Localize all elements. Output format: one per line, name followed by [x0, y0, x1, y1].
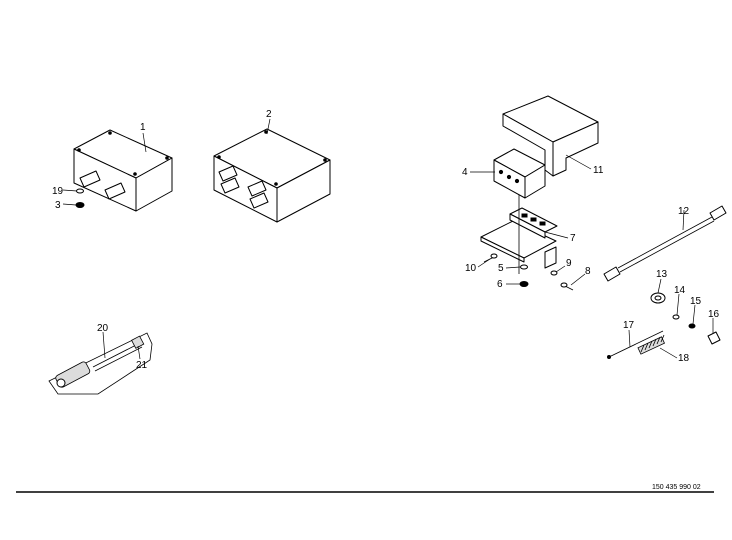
part-17-cable-tie[interactable] [607, 330, 664, 359]
callout-13: 13 [656, 269, 668, 280]
callout-18: 18 [678, 353, 690, 364]
part-6-nut[interactable] [519, 281, 529, 287]
callout-5: 5 [498, 263, 504, 274]
callout-16: 16 [708, 309, 720, 320]
part-14-washer[interactable] [672, 314, 680, 320]
part-18-spiral-hose[interactable] [637, 334, 666, 355]
callout-12: 12 [678, 206, 690, 217]
part-4-terminal-box[interactable] [493, 148, 546, 199]
callout-labels: 1 2 19 3 4 11 7 10 5 9 8 6 12 13 14 15 1… [52, 109, 720, 371]
part-7-mounting-bracket[interactable] [480, 195, 558, 274]
callout-21: 21 [136, 360, 148, 371]
part-21-connector[interactable] [131, 335, 145, 349]
part-3-nut[interactable] [75, 202, 85, 208]
callout-14: 14 [674, 285, 686, 296]
document-number: 150 435 990 02 [652, 484, 701, 491]
callout-19: 19 [52, 186, 64, 197]
leader-lines [62, 118, 714, 360]
part-19-washer[interactable] [76, 188, 84, 194]
callout-17: 17 [623, 320, 635, 331]
callout-20: 20 [97, 323, 109, 334]
callout-2: 2 [266, 109, 272, 120]
part-1-junction-box[interactable] [73, 129, 173, 212]
part-16-screw[interactable] [707, 331, 721, 345]
callout-1: 1 [140, 122, 146, 133]
part-20-cable-harness[interactable] [48, 332, 153, 395]
part-10-screw[interactable] [483, 253, 498, 263]
callout-15: 15 [690, 296, 702, 307]
part-13-cable-clamp[interactable] [650, 292, 666, 304]
part-11-cover[interactable] [502, 95, 599, 177]
part-8-screw[interactable] [560, 282, 574, 291]
callout-11: 11 [593, 165, 604, 176]
callout-9: 9 [566, 258, 572, 269]
callout-3: 3 [55, 200, 61, 211]
part-2-junction-box[interactable] [213, 128, 331, 223]
callout-10: 10 [465, 263, 477, 274]
callout-8: 8 [585, 266, 591, 277]
part-9-washer[interactable] [550, 270, 558, 276]
callout-4: 4 [462, 167, 468, 178]
part-5-washer[interactable] [520, 264, 528, 270]
part-15-washer[interactable] [688, 323, 696, 329]
callout-6: 6 [497, 279, 503, 290]
part-12-cable[interactable] [603, 205, 727, 282]
callout-7: 7 [570, 233, 576, 244]
